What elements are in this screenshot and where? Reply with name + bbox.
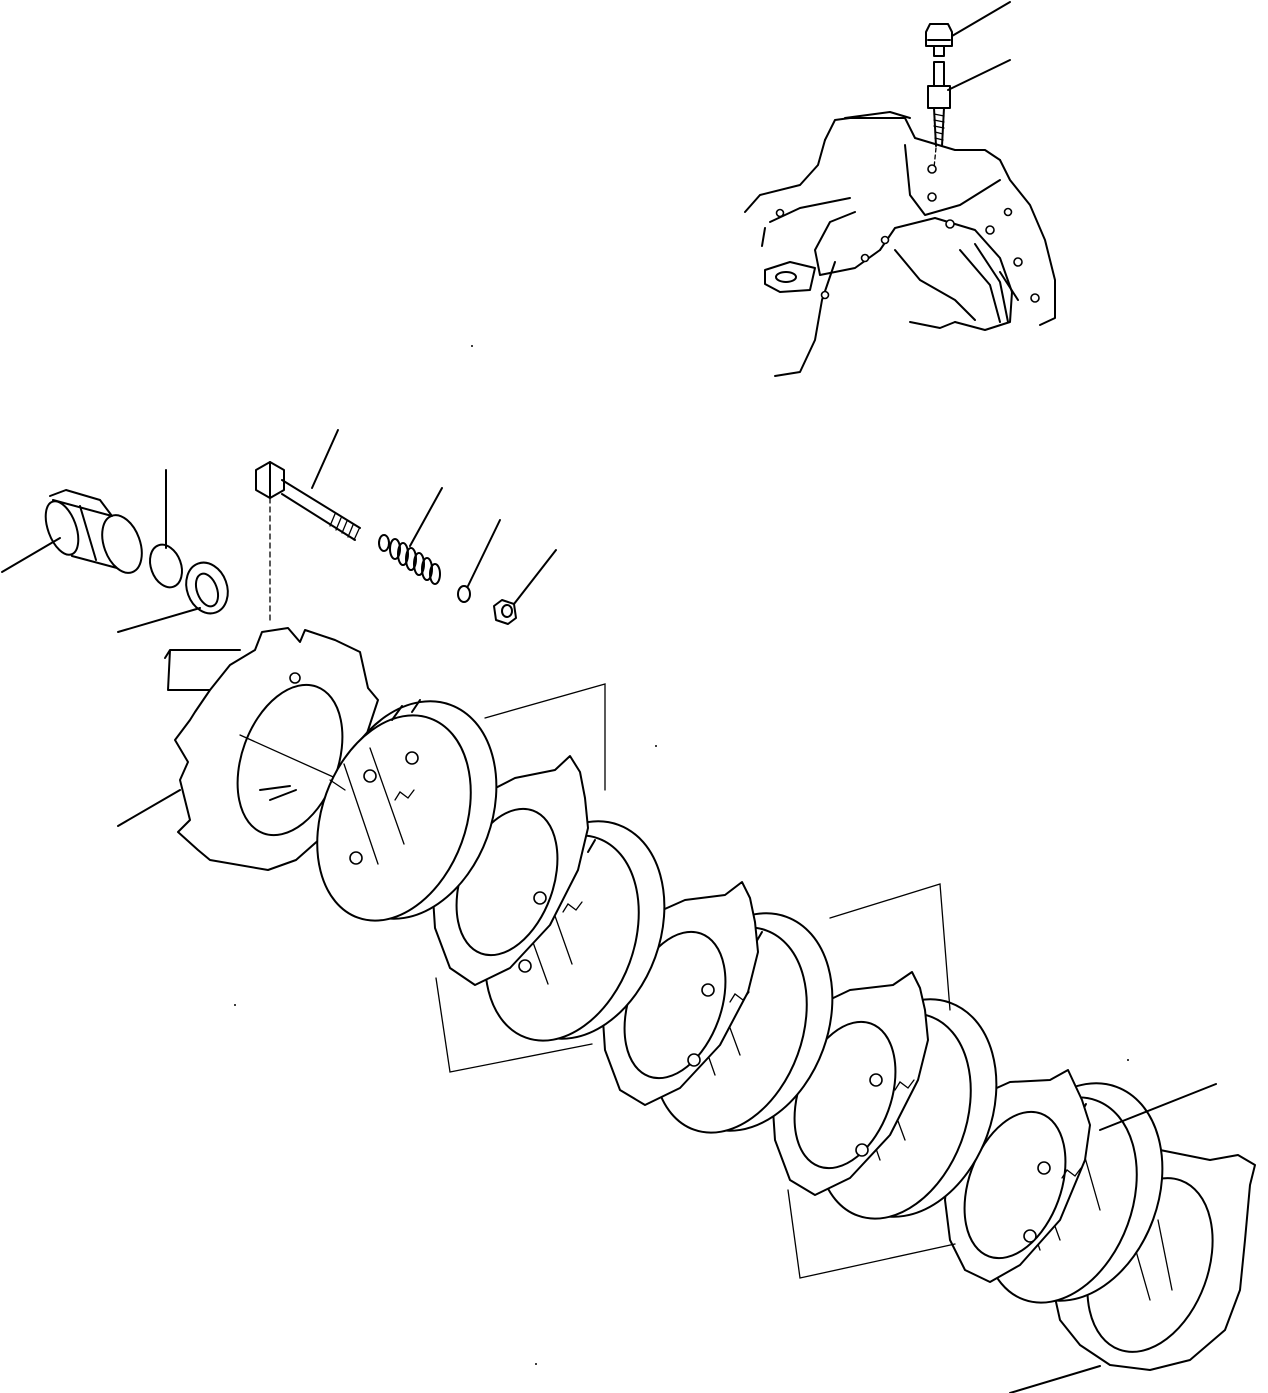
breather-cap xyxy=(926,24,952,56)
leader-lines xyxy=(2,2,1216,1393)
scan-specks xyxy=(234,345,1129,1365)
piston xyxy=(39,490,149,578)
disc-hub-details xyxy=(350,752,1081,1242)
seal-ring xyxy=(179,557,234,620)
leader-line-nut xyxy=(514,550,556,604)
o-ring xyxy=(144,540,187,592)
friction-disc-1 xyxy=(290,677,525,942)
axle-housing xyxy=(745,112,1055,376)
leader-line-end-plate xyxy=(1010,1366,1100,1393)
leader-line-seal-ring xyxy=(118,608,200,632)
leader-line-friction-disc-5 xyxy=(1100,1084,1216,1130)
leader-line-return-bolt xyxy=(312,430,338,488)
breather-stud xyxy=(928,62,950,168)
washer xyxy=(458,586,470,602)
leader-line-breather-stud xyxy=(948,60,1010,90)
spring-stack xyxy=(379,535,440,584)
nut xyxy=(494,600,516,624)
leader-line-breather-cap xyxy=(952,2,1010,36)
leader-line-pressure-plate xyxy=(118,790,180,826)
leader-line-washer xyxy=(468,520,500,586)
leader-line-spring-stack xyxy=(410,488,442,546)
group-brackets xyxy=(436,684,955,1278)
leader-line-piston xyxy=(2,538,60,572)
return-bolt xyxy=(256,462,360,620)
